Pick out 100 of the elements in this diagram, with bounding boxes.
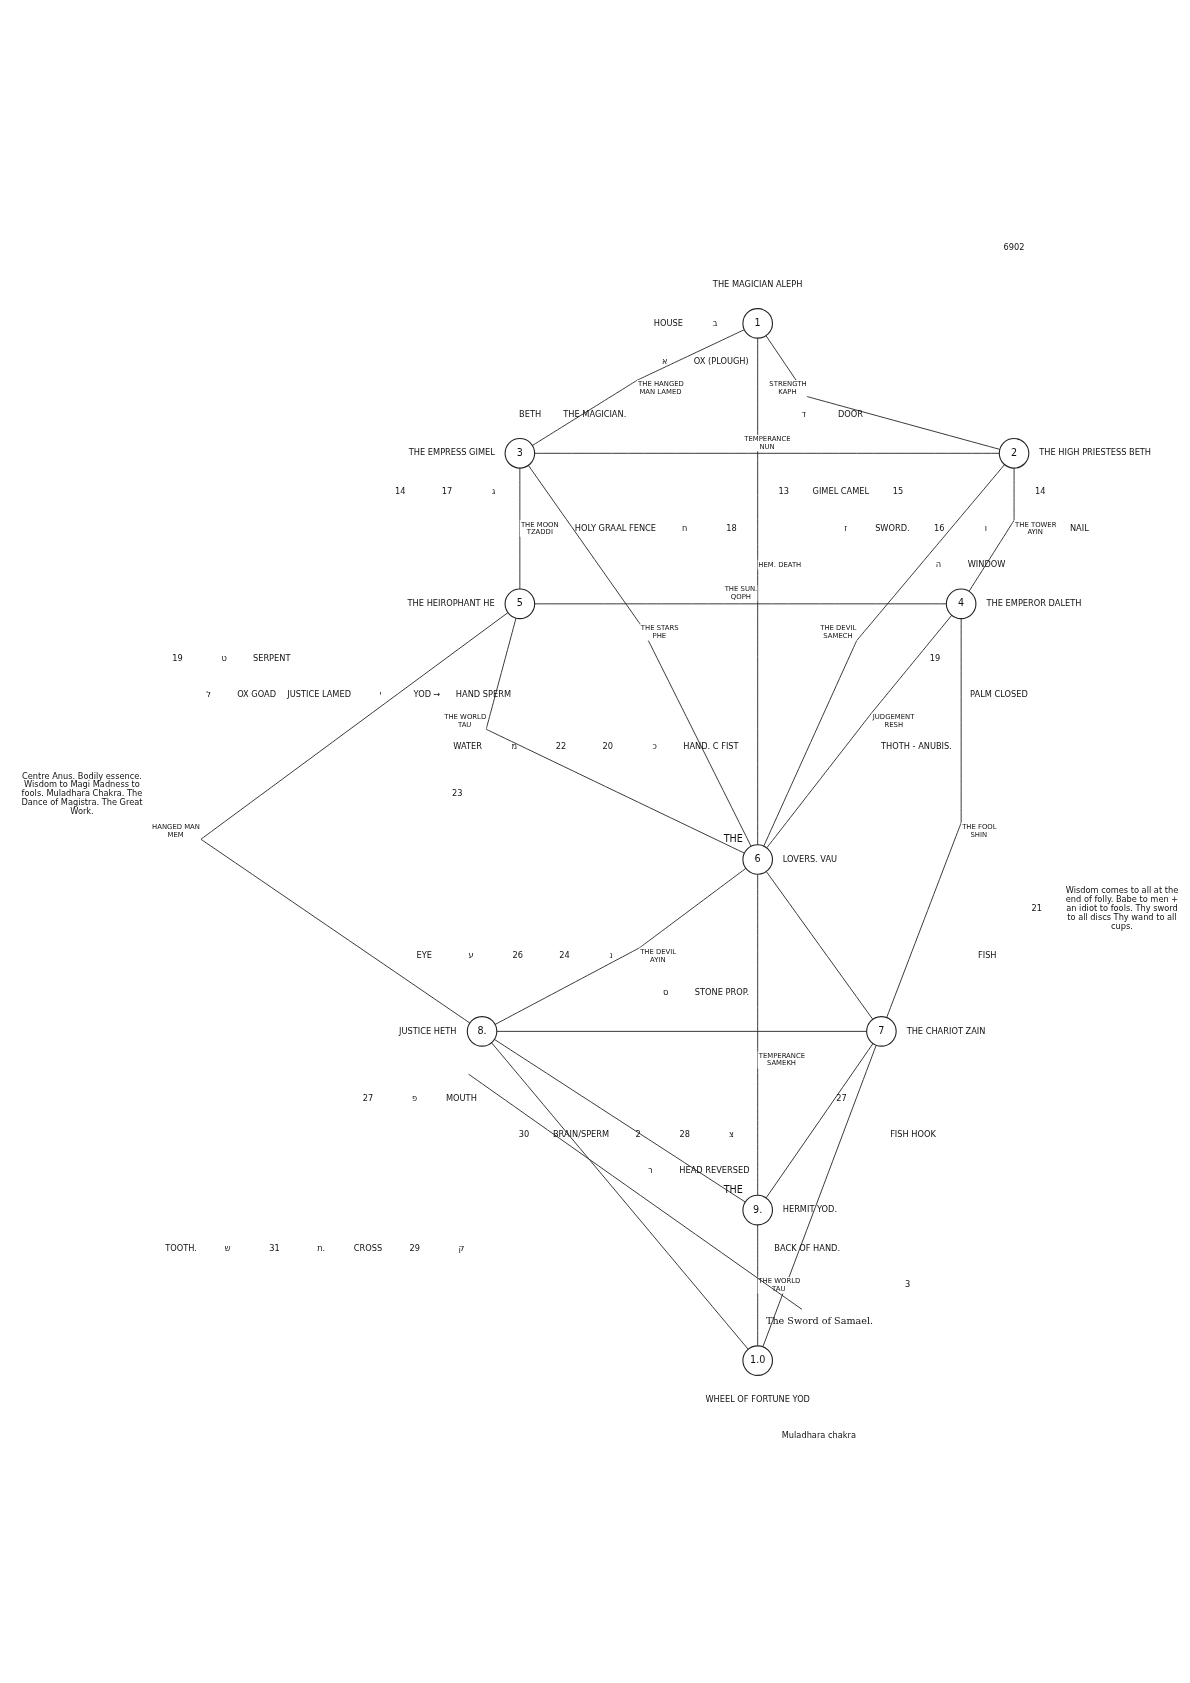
node-label: THE HEIROPHANT HE: [407, 597, 495, 608]
label: ע: [468, 949, 474, 960]
label: 27: [836, 1092, 847, 1103]
label: י: [379, 688, 382, 699]
node-label: THE EMPEROR DALETH: [986, 597, 1082, 608]
label: HAND. C FIST: [683, 740, 739, 751]
label: 22: [555, 740, 567, 751]
label: THE MAGICIAN.: [563, 408, 627, 419]
label: 15: [892, 485, 904, 496]
connector: [519, 467, 521, 589]
node-circle: 1: [742, 307, 773, 339]
node-circle: 6: [742, 843, 773, 875]
label: JUSTICE LAMED: [287, 688, 352, 699]
connector: [762, 1044, 877, 1347]
label: ר: [648, 1164, 653, 1175]
label: FISH: [977, 949, 997, 960]
label: 3: [904, 1278, 911, 1289]
node-label: THE MAGICIAN ALEPH: [712, 278, 803, 289]
label: 13: [778, 485, 790, 496]
label: CROSS: [353, 1242, 383, 1253]
label: ל: [206, 688, 211, 699]
node-label: THE HIGH PRIESTESS BETH: [1039, 446, 1152, 457]
node-circle: 7: [866, 1015, 897, 1047]
label: 20: [602, 740, 614, 751]
connector: [491, 1041, 749, 1350]
label: BACK OF HAND.: [774, 1242, 841, 1253]
node-circle: 4: [945, 588, 977, 619]
connector: [528, 464, 752, 847]
node-circle: 2: [998, 437, 1030, 469]
label: ד: [801, 408, 806, 419]
label: NAIL: [1069, 522, 1089, 533]
node-circle: 9.: [742, 1194, 773, 1225]
connector: [200, 611, 509, 1023]
connector: [494, 1038, 746, 1202]
label: 16: [933, 522, 945, 533]
label: STONE PROP.: [694, 986, 750, 997]
label: 28: [679, 1128, 691, 1139]
label: ט: [221, 652, 227, 663]
label: נ: [609, 949, 613, 960]
label: מ: [511, 740, 518, 751]
label: HOUSE: [653, 317, 683, 328]
label: 31: [269, 1242, 280, 1253]
label: פ: [412, 1092, 418, 1103]
label: GIMEL CAMEL: [812, 485, 870, 496]
connector: [968, 467, 1015, 592]
connector: [757, 337, 759, 845]
label: FISH HOOK: [890, 1128, 936, 1139]
label: 21: [1031, 902, 1042, 913]
label: EYE: [416, 949, 433, 960]
connector: [886, 617, 962, 1018]
label: 6902: [1003, 241, 1025, 252]
connector: [765, 1042, 874, 1198]
connector: [757, 873, 759, 1196]
label: ק: [458, 1242, 465, 1253]
connector: [485, 617, 745, 853]
label: א: [662, 355, 668, 366]
label: 19: [172, 652, 183, 663]
label: SWORD.: [875, 522, 910, 533]
label: DOOR: [837, 408, 863, 419]
label: SERPENT: [252, 652, 291, 663]
label: THOTH - ANUBIS.: [881, 740, 952, 751]
label: 24: [559, 949, 570, 960]
label: HAND SPERM: [455, 688, 512, 699]
label: ת.: [317, 1242, 326, 1253]
label: ה: [935, 558, 942, 569]
connector: [494, 867, 747, 1025]
node-label: JUSTICE HETH: [399, 1025, 457, 1035]
label: YOD →: [413, 688, 441, 699]
label: 19: [929, 652, 941, 663]
label: צ: [729, 1128, 735, 1139]
connector: [534, 602, 947, 604]
node-label: LOVERS. VAU: [782, 853, 838, 864]
node-circle: 5: [504, 588, 536, 619]
label: 29: [409, 1242, 420, 1253]
node-label: HERMIT YOD.: [782, 1203, 838, 1214]
label: PALM CLOSED: [970, 688, 1028, 699]
label: 23: [452, 787, 463, 798]
label: HOLY GRAAL FENCE: [574, 522, 657, 533]
node-label: Muladhara chakra: [781, 1429, 856, 1440]
label: BRAIN/SPERM: [552, 1128, 610, 1139]
label: 27: [362, 1092, 374, 1103]
connector: [532, 328, 745, 446]
label: 17: [441, 485, 453, 496]
node-circle: 3: [504, 437, 536, 469]
label: ו: [984, 522, 988, 533]
label: 30: [518, 1128, 530, 1139]
label: Centre Anus. Bodily essence. Wisdom to Magi Madness to fools. Muladhara Chakra. The Dance of Magistra. The Great Work.: [21, 769, 143, 816]
node-label: THE CHARIOT ZAIN: [906, 1025, 986, 1035]
connector: [534, 452, 1000, 454]
label: ס: [662, 986, 669, 997]
node-text: The Sword of Samael.: [765, 1314, 874, 1326]
label: 26: [512, 949, 524, 960]
label: OX GOAD: [237, 688, 277, 699]
label: ש: [224, 1242, 231, 1253]
node-label: WHEEL OF FORTUNE YOD: [705, 1393, 810, 1404]
node-circle: 1.0: [742, 1344, 773, 1376]
connector: [757, 1224, 759, 1346]
label: 18: [726, 522, 737, 533]
label: ז: [844, 522, 848, 533]
node-label: THE: [723, 1183, 743, 1195]
